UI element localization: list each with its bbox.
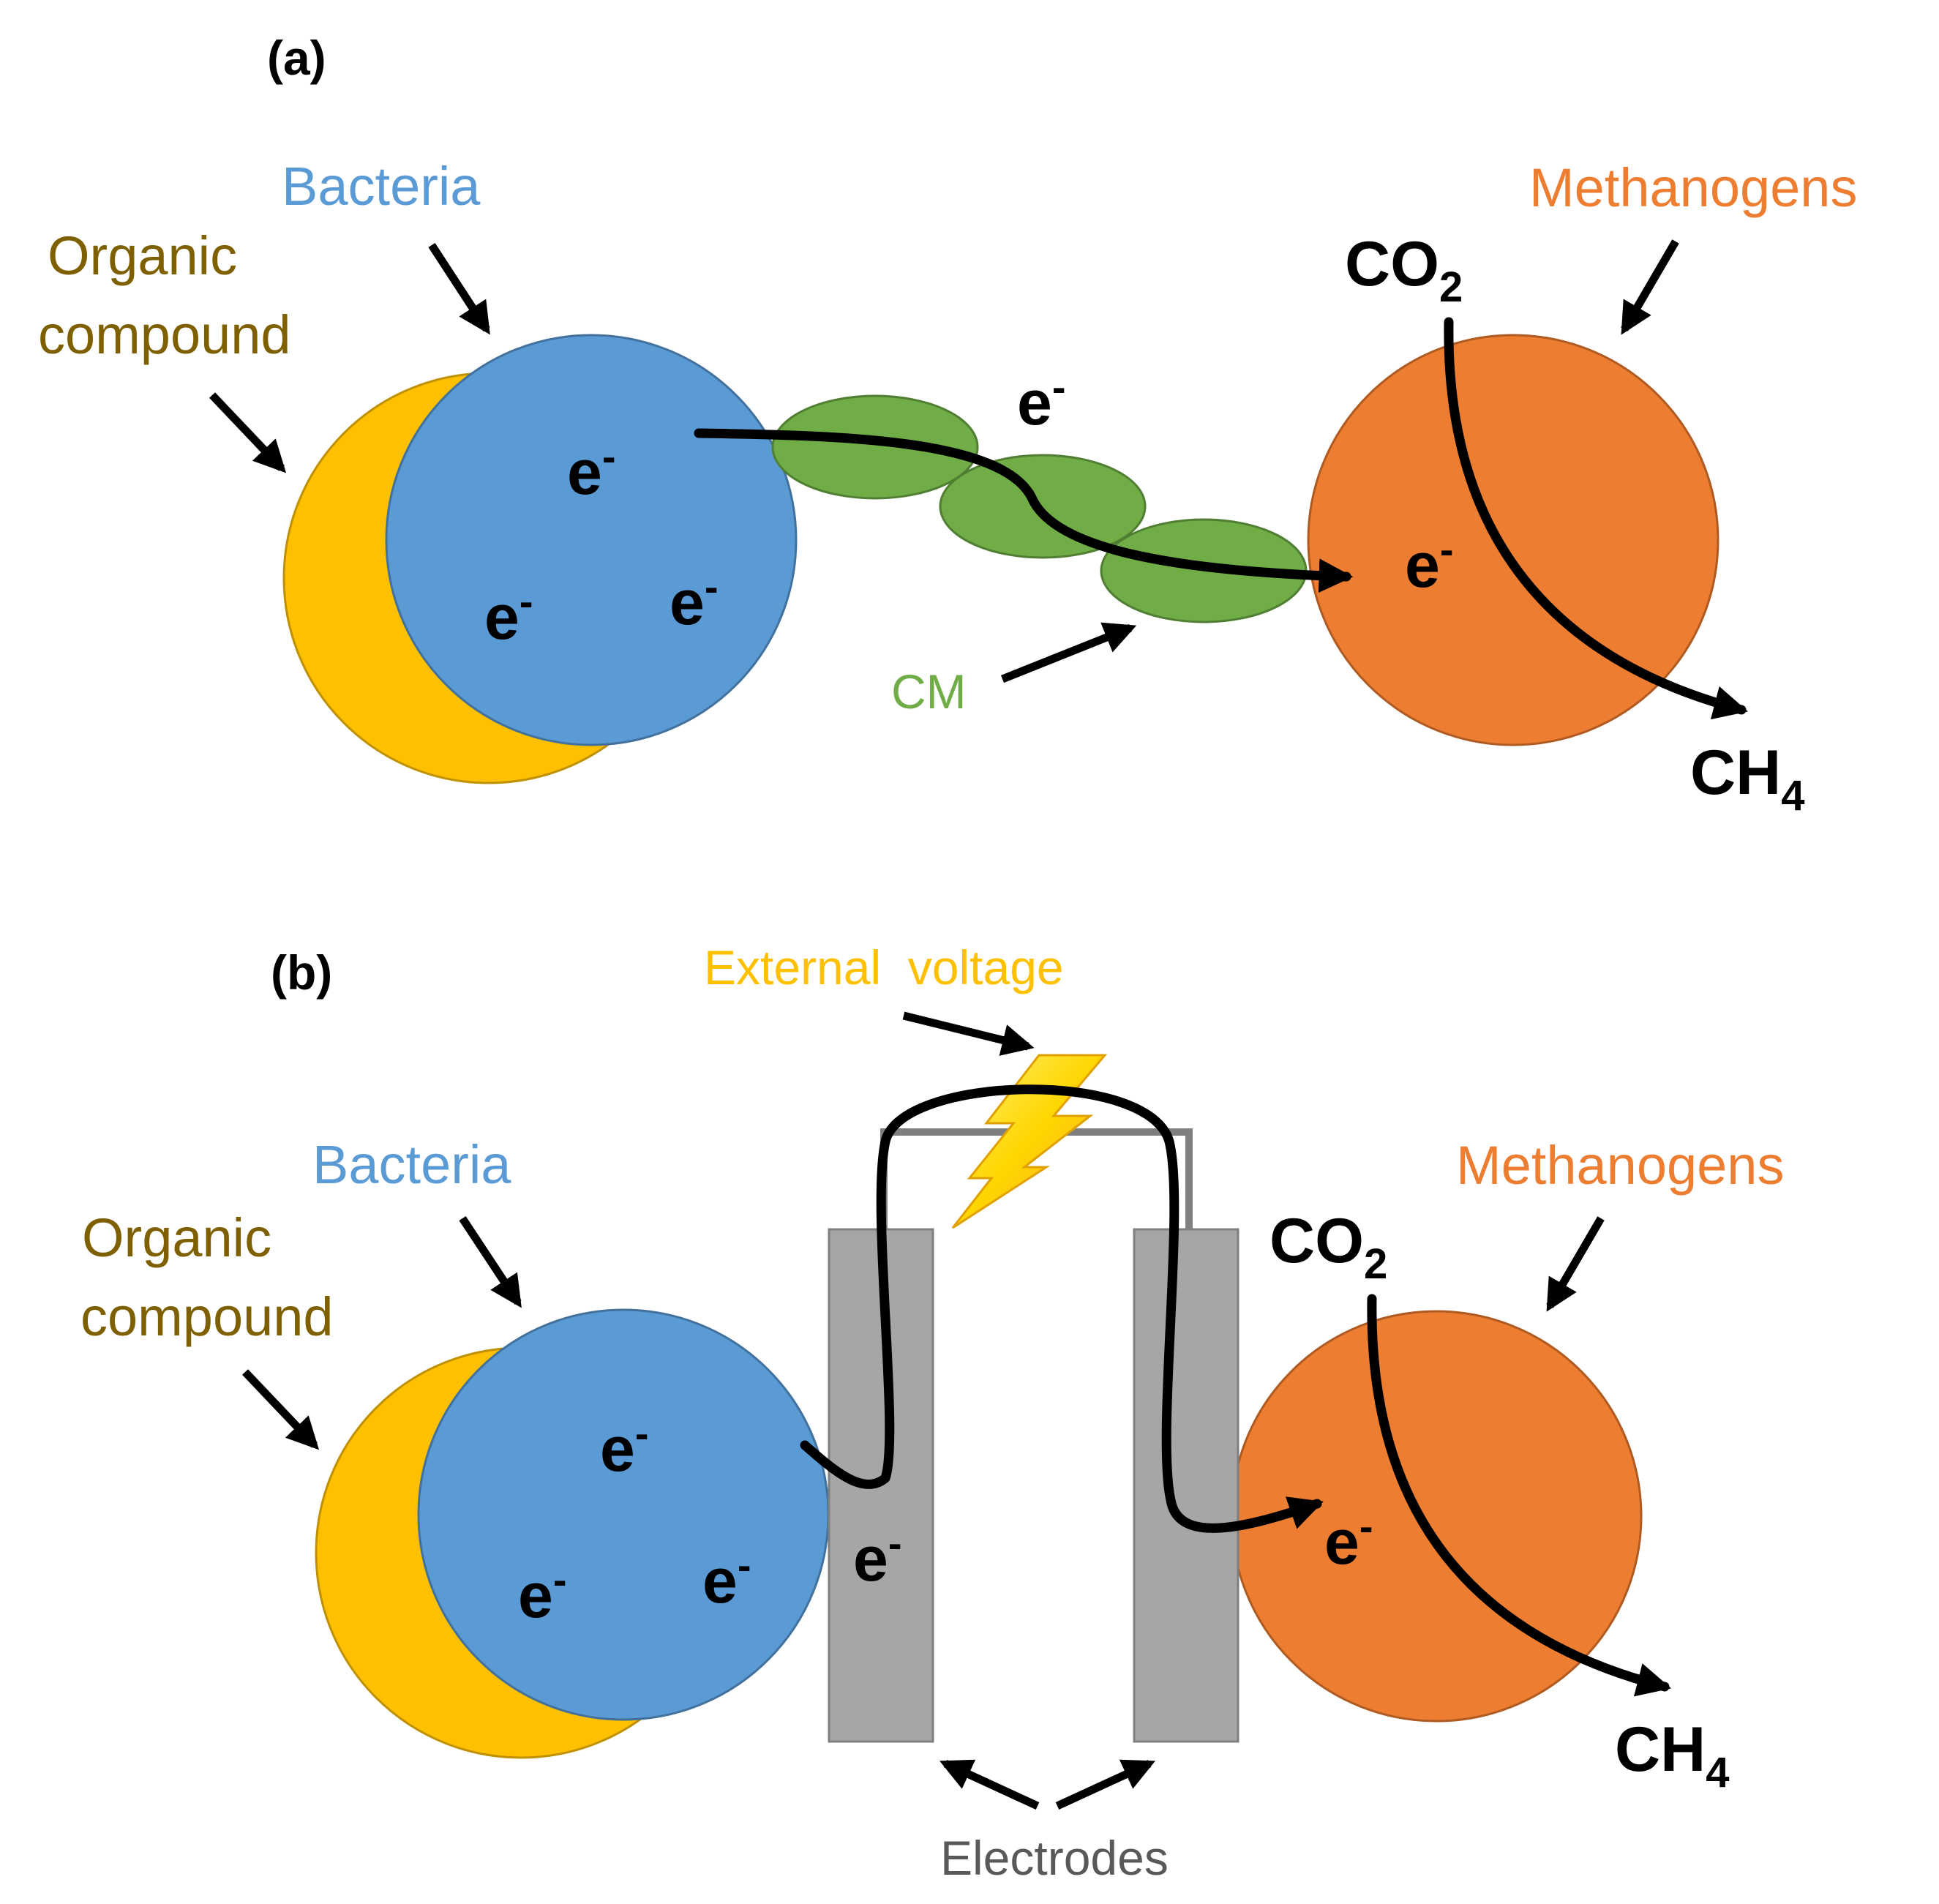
panel-b: (b) Bacteria Organic compound Methanogen… xyxy=(80,940,1784,1885)
methanogens-pointer-arrow-a xyxy=(1621,239,1679,335)
electron-label-a2: e- xyxy=(484,578,533,653)
bacteria-label-b: Bacteria xyxy=(312,1134,511,1195)
cm-pointer-arrow xyxy=(1000,622,1137,683)
bacteria-label-a: Bacteria xyxy=(282,156,481,217)
electrodes-label: Electrodes xyxy=(940,1831,1169,1885)
electron-label-a3: e- xyxy=(670,563,719,638)
bacteria-circle-a xyxy=(385,334,798,746)
methanogens-label-a: Methanogens xyxy=(1529,157,1857,218)
co2-to-ch4-arrow-a xyxy=(1444,317,1749,720)
organic-label-line2-a: compound xyxy=(38,304,291,365)
electron-label-b4: e- xyxy=(853,1520,902,1594)
cm-particle-1 xyxy=(771,394,979,500)
methanogens-circle-a xyxy=(1307,334,1719,746)
panel-a: (a) Bacteria Organic compound Methanogen… xyxy=(38,31,1857,820)
cm-label: CM xyxy=(891,664,967,719)
electron-label-a5: e- xyxy=(1405,526,1454,601)
panel-a-label: (a) xyxy=(267,31,326,85)
electron-label-b3: e- xyxy=(702,1542,751,1616)
electron-flow-arrow-b xyxy=(800,1084,1324,1533)
ch4-label-b: CH4 xyxy=(1615,1714,1729,1796)
voltage-pointer-arrow xyxy=(902,1011,1035,1056)
methanogens-label-b: Methanogens xyxy=(1456,1135,1784,1196)
external-voltage-label: External voltage xyxy=(704,940,1064,994)
panel-b-label: (b) xyxy=(271,945,332,1000)
electrodes-pointer-arrow-right xyxy=(1055,1759,1155,1810)
bacteria-pointer-arrow-a xyxy=(428,242,490,335)
electron-label-a4: e- xyxy=(1017,364,1066,438)
electron-label-b5: e- xyxy=(1324,1503,1373,1578)
electrode-right xyxy=(1133,1228,1239,1743)
electron-label-a1: e- xyxy=(567,433,616,508)
co2-label-b: CO2 xyxy=(1269,1206,1387,1288)
organic-label-line1-a: Organic xyxy=(48,225,237,286)
methanogens-pointer-arrow-b xyxy=(1546,1216,1605,1312)
ch4-label-a: CH4 xyxy=(1690,738,1804,820)
organic-label-line2-b: compound xyxy=(80,1286,334,1347)
organic-pointer-arrow-a xyxy=(209,392,287,473)
bacteria-circle-b xyxy=(417,1308,830,1721)
organic-label-line1-b: Organic xyxy=(82,1207,271,1268)
co2-label-a: CO2 xyxy=(1345,229,1463,311)
electron-flow-arrow-a xyxy=(694,428,1354,593)
electrodes-pointer-arrow-left xyxy=(940,1759,1040,1810)
organic-pointer-arrow-b xyxy=(242,1369,320,1450)
bacteria-pointer-arrow-b xyxy=(459,1215,522,1308)
lightning-bolt-icon xyxy=(951,1054,1108,1229)
electron-label-b2: e- xyxy=(518,1556,567,1631)
co2-to-ch4-arrow-b xyxy=(1367,1294,1672,1697)
cm-particle-2 xyxy=(939,454,1147,559)
electron-label-b1: e- xyxy=(600,1410,649,1485)
